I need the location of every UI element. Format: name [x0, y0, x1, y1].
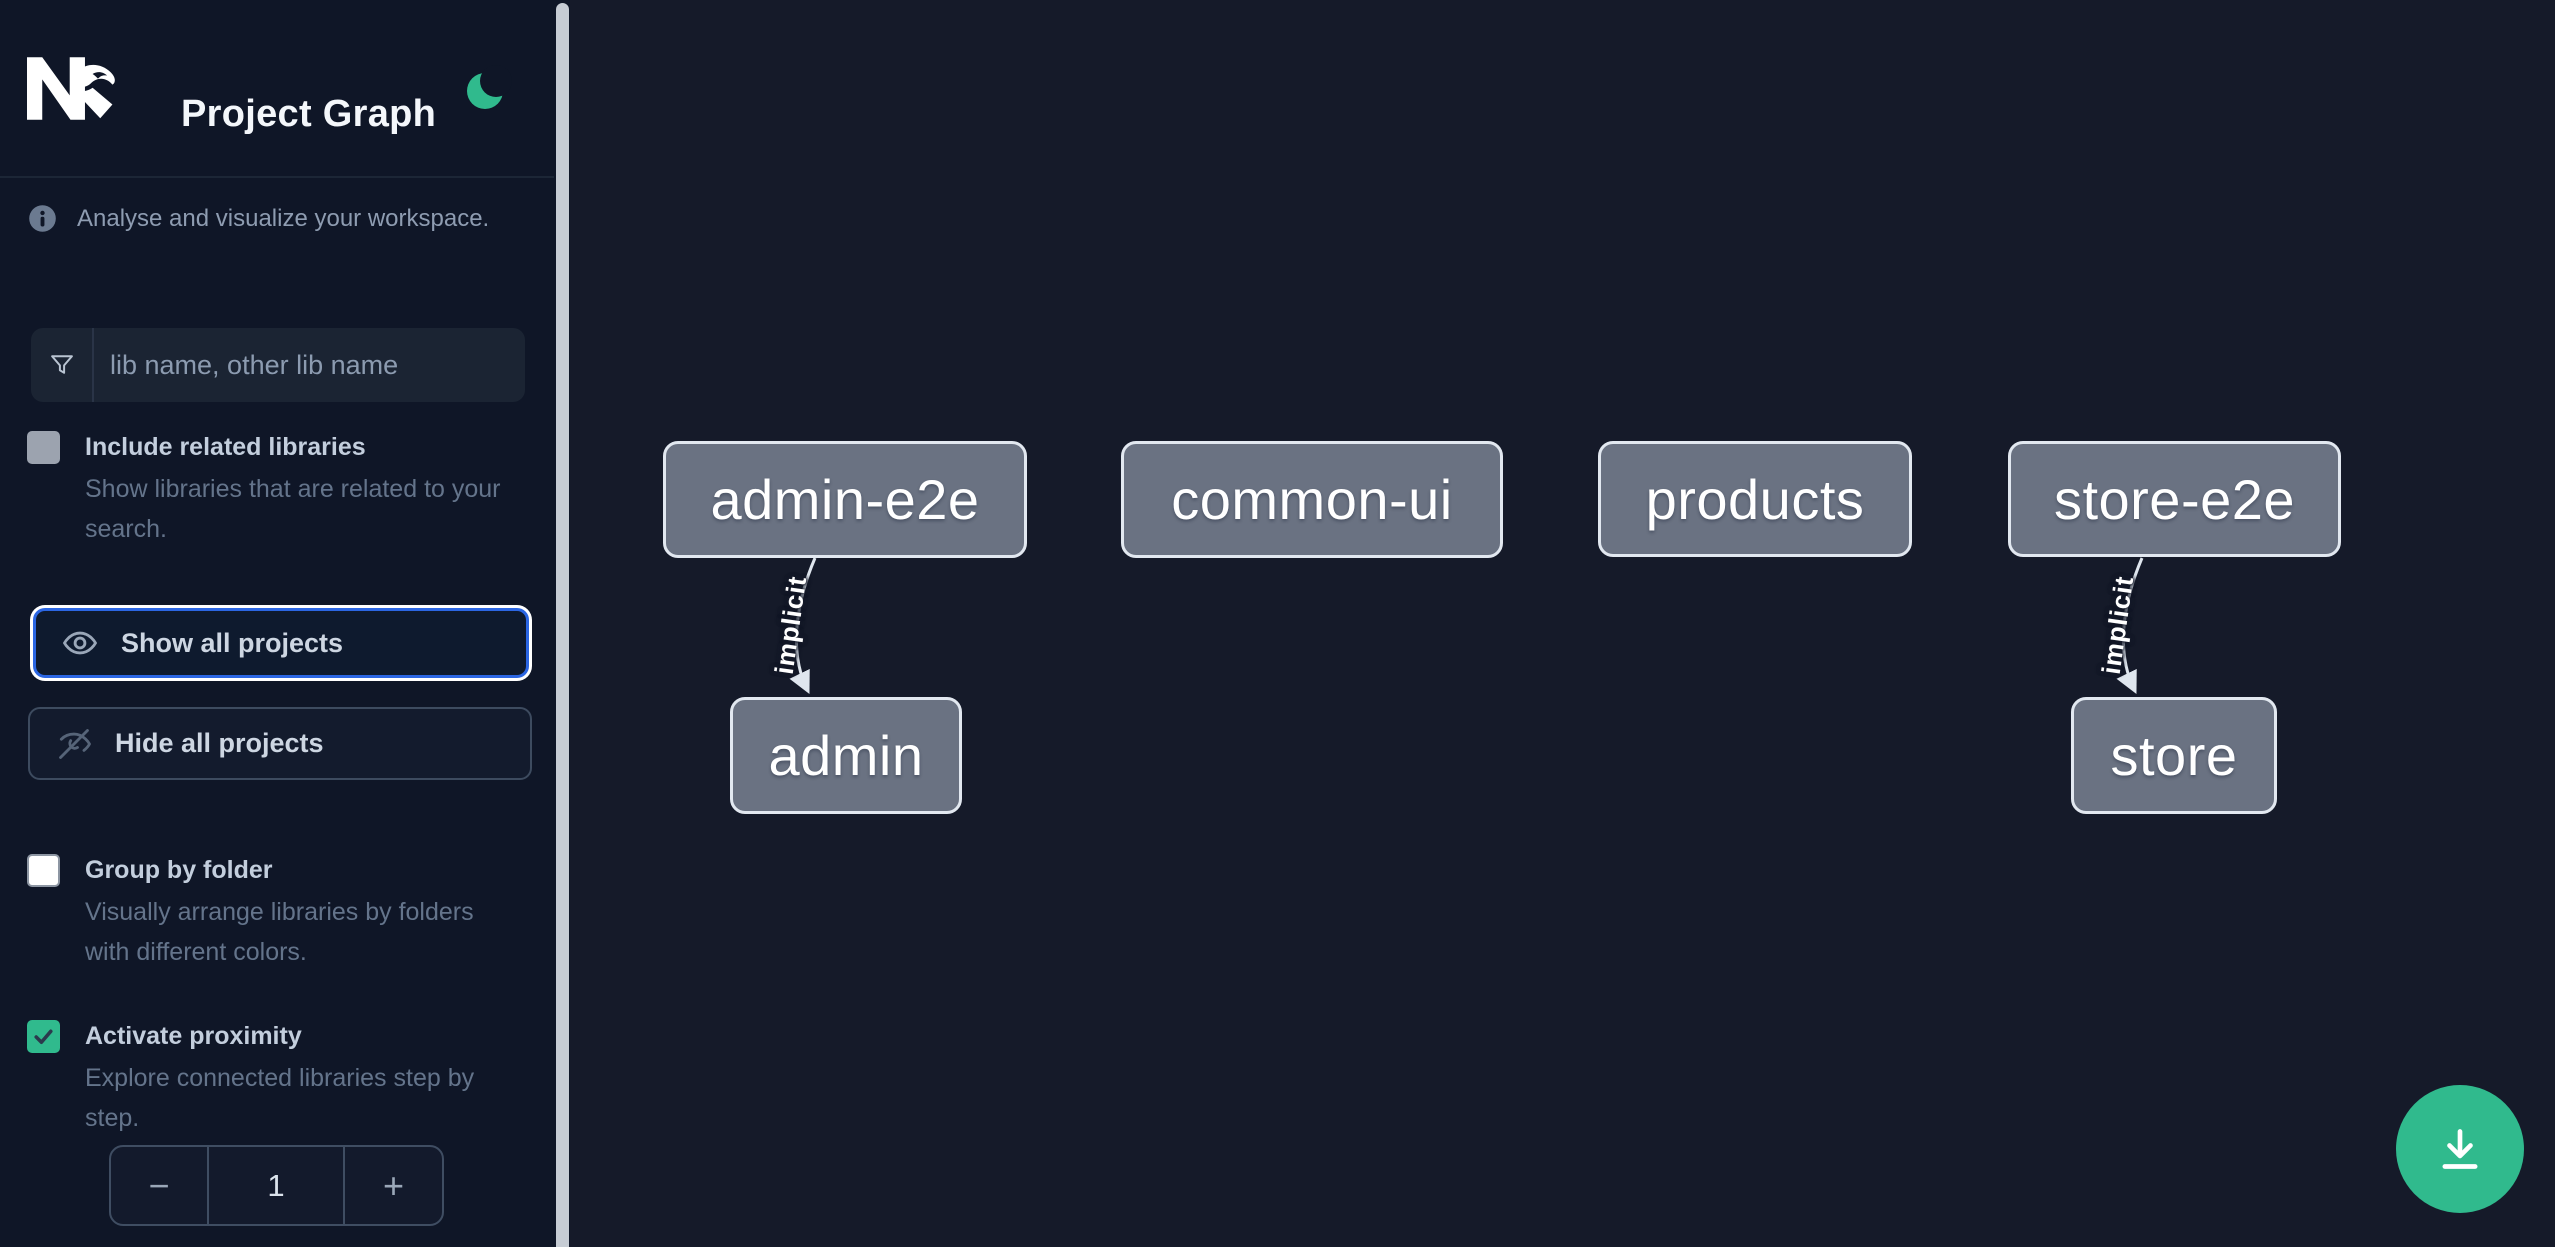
activate-proximity-checkbox[interactable]	[27, 1020, 60, 1053]
graph-node-store-e2e[interactable]: store-e2e	[2008, 441, 2341, 557]
page-title: Project Graph	[181, 92, 437, 135]
moon-icon	[467, 65, 512, 109]
option-activate-proximity: Activate proximity Explore connected lib…	[27, 1018, 515, 1138]
activate-proximity-label[interactable]: Activate proximity	[85, 1022, 302, 1050]
option-group-by-folder: Group by folder Visually arrange librari…	[27, 852, 485, 972]
activate-proximity-description: Explore connected libraries step by step…	[85, 1064, 475, 1132]
graph-node-store[interactable]: store	[2071, 697, 2277, 814]
option-include-related: Include related libraries Show libraries…	[27, 429, 555, 549]
tagline-row: Analyse and visualize your workspace.	[28, 203, 530, 234]
increment-depth-button[interactable]: +	[345, 1147, 442, 1224]
sidebar: Project Graph Analyse and visualize your…	[0, 0, 570, 1247]
graph-node-common-ui[interactable]: common-ui	[1121, 441, 1503, 558]
search-input[interactable]	[94, 328, 525, 402]
include-related-checkbox[interactable]	[27, 431, 60, 464]
theme-toggle-button[interactable]	[462, 63, 514, 115]
edge-admin-e2e-to-admin[interactable]	[789, 557, 817, 695]
hide-all-projects-button[interactable]: Hide all projects	[28, 707, 532, 780]
sidebar-header: Project Graph	[0, 0, 554, 178]
group-by-folder-description: Visually arrange libraries by folders wi…	[85, 898, 474, 966]
group-by-folder-checkbox[interactable]	[27, 854, 60, 887]
sidebar-scrollbar[interactable]	[556, 3, 569, 1247]
search-box	[31, 328, 525, 402]
filter-icon-cell	[31, 328, 94, 402]
include-related-description: Show libraries that are related to your …	[85, 475, 501, 543]
download-icon	[2442, 1129, 2478, 1169]
nx-logo	[27, 57, 115, 120]
hide-all-projects-label: Hide all projects	[115, 728, 324, 758]
graph-node-products[interactable]: products	[1598, 441, 1912, 557]
proximity-depth-value[interactable]: 1	[207, 1147, 345, 1224]
graph-node-admin[interactable]: admin	[730, 697, 962, 814]
include-related-label[interactable]: Include related libraries	[85, 433, 366, 461]
decrement-depth-button[interactable]: −	[111, 1147, 207, 1224]
tagline-text: Analyse and visualize your workspace.	[77, 205, 490, 232]
group-by-folder-label[interactable]: Group by folder	[85, 856, 273, 884]
edge-layer	[789, 557, 2144, 695]
graph-node-admin-e2e[interactable]: admin-e2e	[663, 441, 1027, 558]
info-icon	[29, 205, 56, 232]
eye-off-icon	[59, 728, 91, 759]
checkmark-icon	[34, 1029, 53, 1044]
show-all-projects-button[interactable]: Show all projects	[33, 608, 529, 678]
graph-canvas[interactable]: admin-e2e common-ui products store-e2e admin…	[570, 0, 2555, 1247]
download-graph-button[interactable]	[2396, 1085, 2524, 1213]
show-all-projects-label: Show all projects	[121, 627, 344, 658]
proximity-depth-stepper: − 1 +	[109, 1145, 444, 1226]
edge-store-e2e-to-store[interactable]	[2116, 557, 2144, 695]
funnel-icon	[50, 355, 73, 374]
eye-icon	[63, 631, 97, 655]
